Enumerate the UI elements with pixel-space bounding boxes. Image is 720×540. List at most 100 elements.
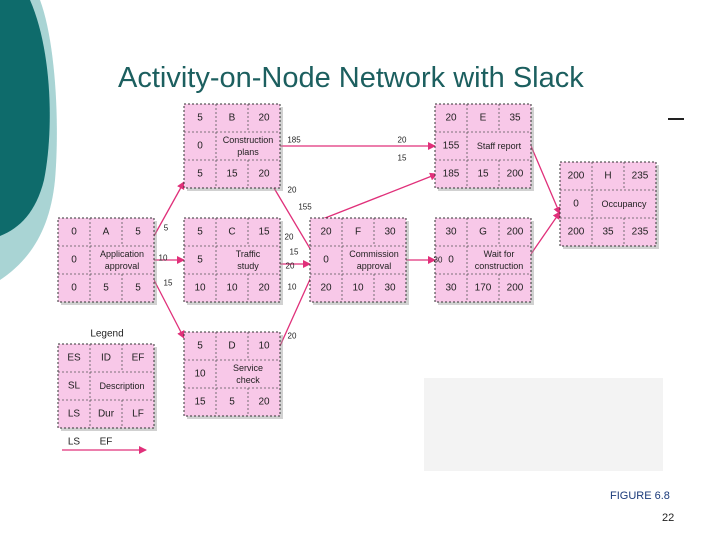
- node-a-description-line2: approval: [105, 261, 140, 271]
- edge-label-d-f-start: 20: [288, 332, 297, 341]
- node-e-es: 20: [445, 113, 457, 124]
- node-c-dur: 10: [226, 283, 238, 294]
- node-h-ef: 235: [632, 171, 649, 182]
- node-d-ef: 10: [258, 341, 270, 352]
- legend-description: Description: [99, 381, 144, 391]
- edge-annotation-3: 20: [286, 262, 295, 271]
- node-d-ls: 15: [194, 397, 206, 408]
- node-f-description-line2: approval: [357, 261, 392, 271]
- node-d-lf: 20: [258, 397, 270, 408]
- edge-label-b-e-end: 20: [398, 136, 407, 145]
- node-f-ls: 20: [320, 283, 332, 294]
- node-d-es: 5: [197, 341, 203, 352]
- edge-f-to-e: [319, 172, 438, 221]
- node-e-lf: 200: [507, 169, 524, 180]
- legend-id: ID: [101, 353, 111, 364]
- node-d-slack: 10: [194, 369, 206, 380]
- page-number: 22: [662, 512, 675, 524]
- node-f-slack: 0: [323, 255, 329, 266]
- node-b-slack: 0: [197, 141, 203, 152]
- legend-lf: LF: [132, 409, 144, 420]
- node-c-ef: 15: [258, 227, 270, 238]
- node-b-description-line2: plans: [237, 147, 259, 157]
- node-d-box: [183, 331, 281, 417]
- node-h-id: H: [604, 171, 611, 182]
- node-b-lf: 20: [258, 169, 270, 180]
- edge-label-c-f-start: 20: [285, 233, 294, 242]
- legend-box: [57, 343, 155, 429]
- edge-label-f-e-end: 15: [398, 154, 407, 163]
- node-h-es: 200: [568, 171, 585, 182]
- node-c-lf: 20: [258, 283, 270, 294]
- node-a-es: 0: [71, 227, 77, 238]
- edge-g-to-h: [530, 211, 561, 255]
- node-b-es: 5: [197, 113, 203, 124]
- node-f-dur: 10: [352, 283, 364, 294]
- legend-ls: LS: [68, 409, 81, 420]
- legend-slack: SL: [68, 381, 81, 392]
- teal-dark-shape: [0, 0, 50, 236]
- node-g-description-line1: Wait for: [484, 249, 515, 259]
- node-h-dur: 35: [602, 227, 614, 238]
- node-c-box: [183, 217, 281, 303]
- slide-title: Activity-on-Node Network with Slack: [118, 62, 584, 94]
- node-b-box: [183, 103, 281, 189]
- node-a-ef: 5: [135, 227, 141, 238]
- node-h-description: Occupancy: [601, 199, 647, 209]
- node-d-description-line1: Service: [233, 363, 263, 373]
- node-g-lf: 200: [507, 283, 524, 294]
- edge-annotation-2: 15: [290, 248, 299, 257]
- edge-a-to-d: [153, 279, 185, 339]
- gray-panel: [424, 378, 663, 471]
- node-b-description-line1: Construction: [223, 135, 274, 145]
- node-g-slack: 0: [448, 255, 454, 266]
- node-f-ef: 30: [384, 227, 396, 238]
- edge-label-a-c-start: 10: [159, 254, 168, 263]
- node-c-ls: 10: [194, 283, 206, 294]
- node-c-es: 5: [197, 227, 203, 238]
- corner-dash: [668, 118, 684, 120]
- node-g-es: 30: [445, 227, 457, 238]
- edge-a-to-b: [153, 181, 185, 237]
- edge-label-b-e-start: 185: [287, 136, 301, 145]
- legend-es: ES: [67, 353, 81, 364]
- edge-annotation-1: 155: [298, 203, 312, 212]
- node-e-slack: 155: [443, 141, 460, 152]
- node-b-ls: 5: [197, 169, 203, 180]
- node-g-id: G: [479, 227, 487, 238]
- node-g-description-line2: construction: [475, 261, 524, 271]
- edge-label-a-d-start: 15: [164, 279, 173, 288]
- node-a-description-line1: Application: [100, 249, 144, 259]
- node-g-box: [434, 217, 532, 303]
- node-d-description-line2: check: [236, 375, 260, 385]
- node-h-box: [559, 161, 657, 247]
- edge-label-b-f-start: 20: [288, 186, 297, 195]
- node-e-ls: 185: [443, 169, 460, 180]
- node-e-ef: 35: [509, 113, 521, 124]
- node-h-ls: 200: [568, 227, 585, 238]
- node-e-dur: 15: [477, 169, 489, 180]
- legend-title: Legend: [90, 329, 123, 340]
- legend-dur: Dur: [98, 409, 115, 420]
- node-g-ls: 30: [445, 283, 457, 294]
- node-a-id: A: [103, 227, 110, 238]
- node-a-dur: 5: [103, 283, 109, 294]
- legend-ef: EF: [132, 353, 145, 364]
- node-f-lf: 30: [384, 283, 396, 294]
- node-b-ef: 20: [258, 113, 270, 124]
- node-e-id: E: [480, 113, 487, 124]
- node-h-slack: 0: [573, 199, 579, 210]
- node-g-ef: 200: [507, 227, 524, 238]
- node-a-box: [57, 217, 155, 303]
- node-c-slack: 5: [197, 255, 203, 266]
- node-d-dur: 5: [229, 397, 235, 408]
